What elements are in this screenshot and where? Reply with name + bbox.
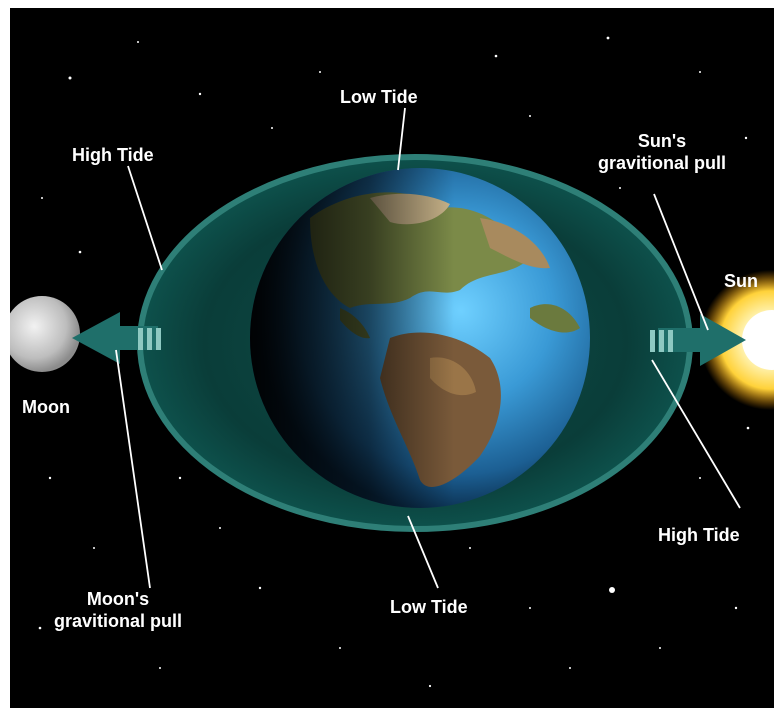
leader-lines bbox=[115, 107, 741, 589]
sun-label: Sun bbox=[724, 271, 758, 291]
high-tide-left-label: High Tide bbox=[72, 145, 154, 165]
moon-pull-label: Moon's gravitional pull bbox=[54, 589, 183, 631]
high-tide-right-label: High Tide bbox=[658, 525, 740, 545]
moon-label: Moon bbox=[22, 397, 70, 417]
stars bbox=[38, 36, 750, 688]
low-tide-bottom-label: Low Tide bbox=[390, 597, 468, 617]
tide-diagram: Low Tide High Tide Sun's gravitional pul… bbox=[10, 8, 774, 708]
sun-pull-label: Sun's gravitional pull bbox=[598, 131, 727, 173]
moon-icon bbox=[10, 296, 80, 372]
right-arrow-icon bbox=[650, 314, 746, 366]
earth-icon bbox=[250, 168, 590, 508]
diagram-canvas bbox=[10, 36, 774, 688]
left-arrow-icon bbox=[72, 312, 161, 364]
low-tide-top-label: Low Tide bbox=[340, 87, 418, 107]
